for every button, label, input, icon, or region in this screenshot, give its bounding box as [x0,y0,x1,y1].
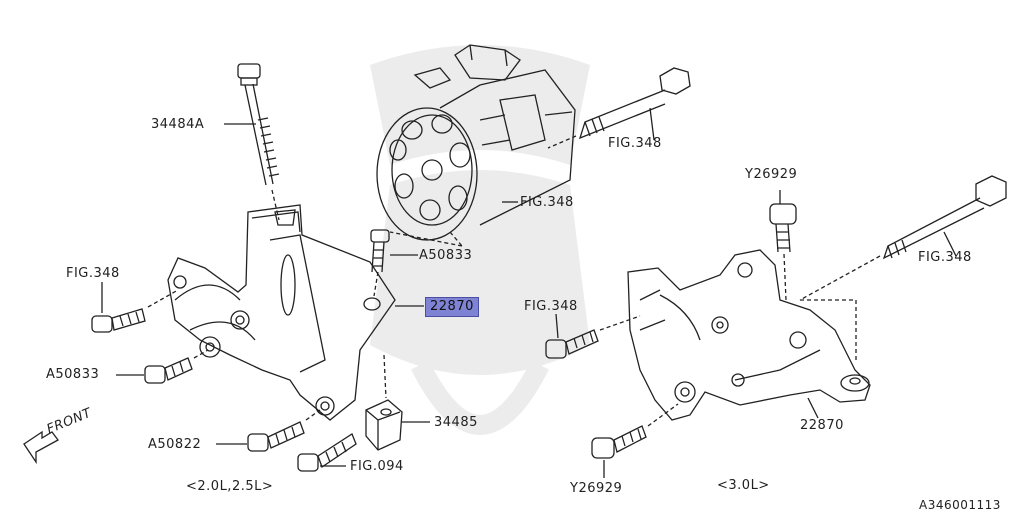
label-variant-2.0l-2.5l: <2.0L,2.5L> [186,479,274,494]
label-y26929-bottom[interactable]: Y26929 [570,481,623,496]
bolt-fig348-top [578,67,691,140]
bolt-y26929-top [769,203,797,253]
label-34484a[interactable]: 34484A [151,117,205,132]
label-y26929-top[interactable]: Y26929 [745,167,798,182]
bolt-fig348-right-long [882,175,1007,260]
bolt-34484a [237,63,280,186]
spacer-34485 [365,399,403,451]
bracket-22870-left [167,204,396,421]
label-fig348-right-small[interactable]: FIG.348 [524,299,578,314]
label-34485[interactable]: 34485 [434,415,478,430]
power-steering-pump [376,44,576,241]
bracket-22870-right [627,249,871,421]
front-arrow [23,430,59,465]
bolt-fig094 [297,433,357,472]
label-fig348-right-long[interactable]: FIG.348 [918,250,972,265]
label-variant-3.0l: <3.0L> [717,478,770,493]
bolt-y26929-bottom [591,425,647,459]
label-a50833-upper[interactable]: A50833 [419,248,473,263]
diagram-code: A346001113 [919,498,1001,512]
label-fig094[interactable]: FIG.094 [350,459,404,474]
label-a50822[interactable]: A50822 [148,437,202,452]
label-a50833-lower[interactable]: A50833 [46,367,100,382]
label-fig348-left[interactable]: FIG.348 [66,266,120,281]
bolt-fig348-left [91,308,146,333]
label-22870-highlighted[interactable]: 22870 [425,297,479,317]
bolt-a50833-lower [144,357,193,384]
label-fig348-pump[interactable]: FIG.348 [520,195,574,210]
label-fig348-top[interactable]: FIG.348 [608,136,662,151]
bolt-fig348-right-small [545,329,599,359]
bolt-a50833-upper [370,229,390,273]
label-22870-right[interactable]: 22870 [800,418,844,433]
watermark-emblem [370,45,590,435]
bolt-a50822 [247,421,305,452]
